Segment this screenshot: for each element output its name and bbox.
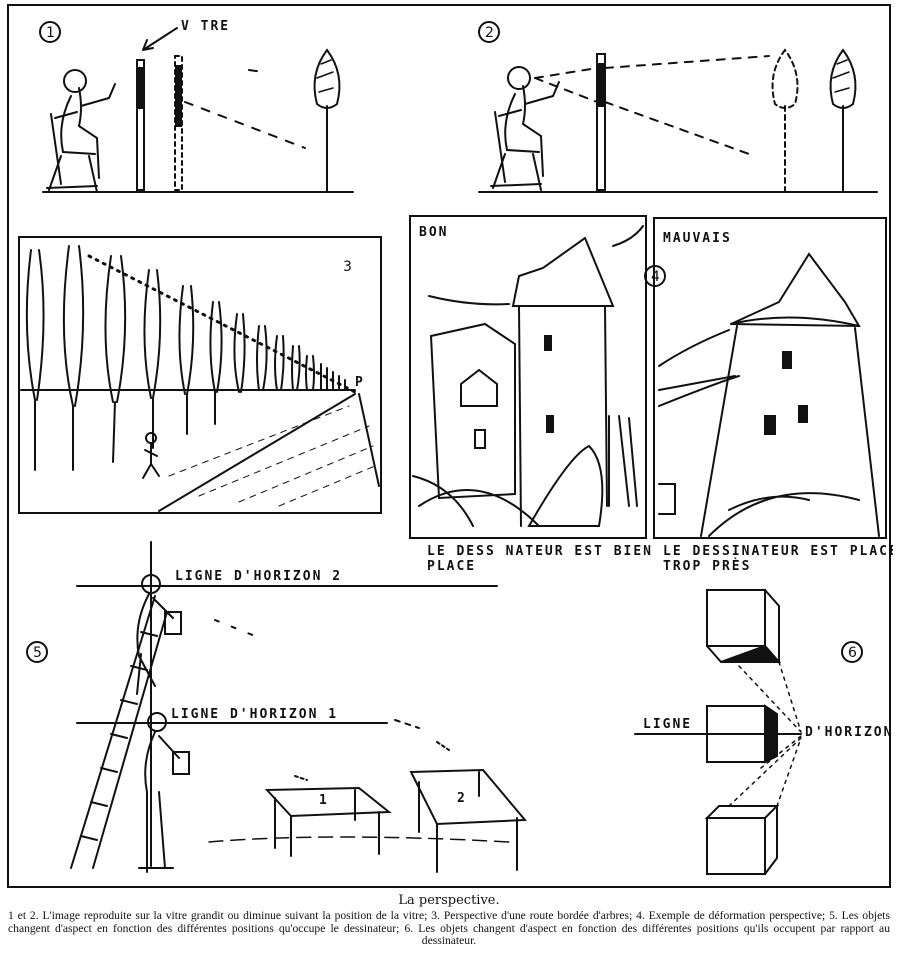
sight-lines-2 — [534, 55, 770, 155]
panel-3-frame — [18, 236, 382, 514]
vitre-pane-2 — [596, 53, 606, 191]
panel-4-number: 4 — [651, 269, 660, 285]
panel-1-number: 1 — [46, 25, 55, 41]
panel-6-number-circle — [841, 641, 863, 663]
tree-ghost — [771, 48, 799, 193]
cube-bottom — [704, 805, 780, 875]
panel-3-number: 3 — [343, 259, 352, 275]
ligne-label: LIGNE — [643, 717, 692, 732]
horizon-2-label: LIGNE D'HORIZON 2 — [175, 569, 342, 584]
panel-2-number: 2 — [485, 25, 494, 41]
cube-middle — [706, 704, 778, 764]
road-texture — [168, 405, 376, 507]
ladder — [70, 595, 168, 869]
artist-on-ladder — [136, 574, 182, 695]
mauvais-caption-line-1: LE DESSINATEUR EST PLACE — [663, 544, 893, 559]
horizon-1-dashes — [394, 719, 420, 729]
panel-3: 3 P — [18, 236, 382, 514]
tree-2 — [829, 48, 857, 193]
vitre-label: V TRE — [181, 19, 230, 34]
vitre-arrow-icon — [142, 27, 178, 51]
panel-4-bon-frame — [409, 215, 647, 539]
table-2-label: 2 — [457, 791, 467, 806]
artist-seated-1 — [46, 69, 116, 193]
panel-1: 1 V TRE — [39, 19, 354, 193]
caption-title: La perspective. — [398, 893, 500, 908]
artist-seated-2 — [490, 66, 560, 191]
vitre-image-near — [137, 67, 144, 109]
bon-label: BON — [419, 225, 448, 240]
panel-5-number: 5 — [33, 645, 42, 661]
panel-4: BON 4 MAUVAIS — [409, 215, 887, 539]
vitre-pane-near — [136, 59, 145, 191]
artist-standing — [138, 712, 190, 873]
horizon-1-label: LIGNE D'HORIZON 1 — [171, 707, 338, 722]
walker-figure — [142, 432, 160, 479]
castle-bad — [658, 252, 880, 537]
table-1-label: 1 — [319, 793, 329, 808]
panel-4-mauvais-frame — [653, 217, 887, 539]
ground-line-5 — [208, 836, 510, 843]
table-1: 1 — [264, 775, 392, 857]
panel-2: 2 — [478, 21, 878, 193]
dhorizon-label: D'HORIZON — [805, 725, 893, 740]
bon-caption-line-1: LE DESS NATEUR EST BIEN — [427, 544, 653, 559]
mauvais-label: MAUVAIS — [663, 231, 732, 246]
tree-1 — [313, 48, 341, 193]
mauvais-caption-line-2: TROP PRÈS — [663, 558, 751, 574]
vanishing-point-label: P — [355, 375, 365, 390]
cube-top — [706, 589, 782, 665]
panel-1-number-circle — [39, 21, 61, 43]
bon-caption-line-2: PLACE — [427, 559, 476, 574]
panel-2-number-circle — [478, 21, 500, 43]
caption-text: 1 et 2. L'image reproduite sur la vitre … — [8, 909, 890, 947]
road-edge-right — [358, 393, 380, 487]
illustration-frame: 1 V TRE — [7, 4, 893, 888]
castle-good — [412, 225, 644, 527]
table-2: 2 — [409, 741, 528, 873]
sight-line-1 — [184, 69, 306, 149]
panel-6: 6 LIGNE D'HORIZON — [634, 589, 893, 875]
perspective-illustration: 1 V TRE — [18, 19, 893, 875]
convergence-lines-6 — [728, 661, 802, 807]
horizon-2-dashes — [214, 619, 266, 641]
road-edge-left — [158, 393, 356, 512]
panel-5-number-circle — [26, 641, 48, 663]
tree-top-line — [87, 254, 357, 394]
vitre-image-2 — [597, 63, 605, 107]
vitre-image-far — [175, 65, 182, 127]
poplar-row — [25, 245, 346, 471]
panel-5: 5 LIGNE D'HORIZON 2 LIGNE D'HORIZON 1 — [26, 541, 528, 873]
panel-6-number: 6 — [848, 645, 857, 661]
